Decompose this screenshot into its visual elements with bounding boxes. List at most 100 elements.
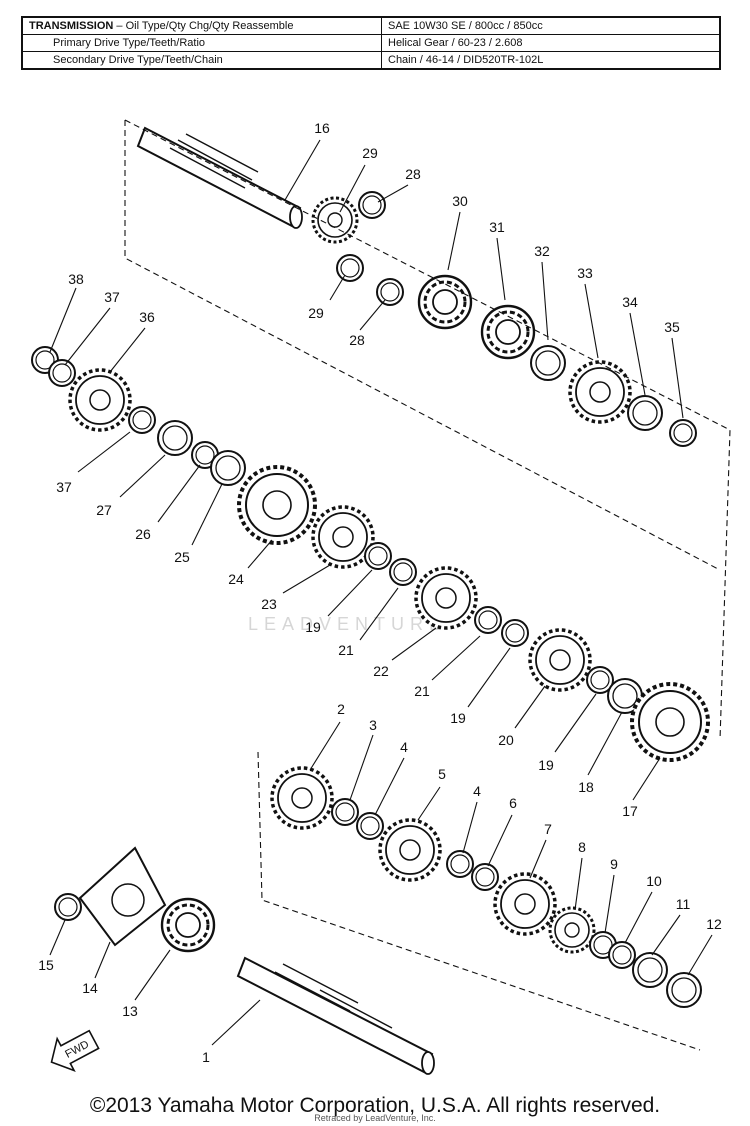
- circlip-19-b: [501, 619, 529, 647]
- part-number-label: 32: [534, 243, 550, 259]
- gear-8: [548, 906, 596, 954]
- part-number-label: 2: [337, 701, 345, 717]
- circlip-4-b: [446, 850, 474, 878]
- part-number-label: 5: [438, 766, 446, 782]
- part-number-label: 12: [706, 916, 722, 932]
- part-number-label: 35: [664, 319, 680, 335]
- spec-row-secondary-drive: Secondary Drive Type/Teeth/Chain Chain /…: [21, 51, 721, 70]
- spec-label-bold: TRANSMISSION: [29, 20, 114, 32]
- gear-17: [630, 682, 710, 762]
- part-number-label: 4: [473, 783, 481, 799]
- washer-37-upper: [48, 359, 76, 387]
- part-number-label: 8: [578, 839, 586, 855]
- bearing-12: [666, 972, 702, 1008]
- washer-11: [632, 952, 668, 988]
- watermark: LEADVENTURE: [248, 614, 447, 634]
- spec-value: Chain / 46-14 / DID520TR-102L: [381, 51, 721, 70]
- spec-table: TRANSMISSION – Oil Type/Qty Chg/Qty Reas…: [21, 16, 721, 70]
- bearing-30: [417, 274, 473, 330]
- washer-3: [331, 798, 359, 826]
- part-number-label: 29: [308, 305, 324, 321]
- gear-22: [414, 566, 478, 630]
- part-number-label: 17: [622, 803, 638, 819]
- part-number-label: 19: [305, 619, 321, 635]
- spec-label: Primary Drive Type/Teeth/Ratio: [21, 34, 382, 52]
- part-number-label: 30: [452, 193, 468, 209]
- part-number-label: 22: [373, 663, 389, 679]
- part-number-label: 24: [228, 571, 244, 587]
- part-number-label: 14: [82, 980, 98, 996]
- part-number-label: 10: [646, 873, 662, 889]
- washer-37-lower: [128, 406, 156, 434]
- part-number-label: 15: [38, 957, 54, 973]
- forward-arrow: FWD: [50, 1029, 100, 1072]
- nut-35: [669, 419, 697, 447]
- shaft-main-axle: [136, 126, 303, 229]
- part-number-label: 34: [622, 294, 638, 310]
- assembly-guideline: [124, 119, 731, 741]
- oil-seal-31: [480, 304, 536, 360]
- part-number-label: 28: [349, 332, 365, 348]
- copyright-notice: ©2013 Yamaha Motor Corporation, U.S.A. A…: [89, 1094, 661, 1117]
- washer-25: [210, 450, 246, 486]
- washer-6: [471, 863, 499, 891]
- screw-15: [54, 893, 82, 921]
- part-number-label: 37: [104, 289, 120, 305]
- part-number-label: 21: [414, 683, 430, 699]
- spec-row-primary-drive: Primary Drive Type/Teeth/Ratio Helical G…: [21, 34, 721, 52]
- washer-10: [608, 941, 636, 969]
- spec-row-transmission: TRANSMISSION – Oil Type/Qty Chg/Qty Reas…: [21, 16, 721, 35]
- part-number-label: 3: [369, 717, 377, 733]
- plate-28-lower: [376, 278, 404, 306]
- callout-leaders: [49, 139, 713, 1046]
- part-number-label: 23: [261, 596, 277, 612]
- part-number-label: 4: [400, 739, 408, 755]
- collar-32: [530, 345, 566, 381]
- spec-label-rest: – Oil Type/Qty Chg/Qty Reassemble: [113, 20, 294, 32]
- part-number-label: 29: [362, 145, 378, 161]
- part-number-label: 19: [450, 710, 466, 726]
- part-number-label: 33: [577, 265, 593, 281]
- shaft-drive-axle: [236, 956, 435, 1075]
- circlip-19-a: [364, 542, 392, 570]
- part-number-label: 31: [489, 219, 505, 235]
- part-number-label: 28: [405, 166, 421, 182]
- part-number-label: 37: [56, 479, 72, 495]
- gear-7: [493, 872, 557, 936]
- gear-36: [68, 368, 132, 432]
- spec-value: Helical Gear / 60-23 / 2.608: [381, 34, 721, 52]
- part-number-label: 6: [509, 795, 517, 811]
- bolt-29-lower: [336, 254, 364, 282]
- gear-20: [528, 628, 592, 692]
- part-number-label: 9: [610, 856, 618, 872]
- part-number-label: 26: [135, 526, 151, 542]
- washer-21-b: [474, 606, 502, 634]
- part-number-label: 19: [538, 757, 554, 773]
- part-number-label: 18: [578, 779, 594, 795]
- part-number-label: 1: [202, 1049, 210, 1065]
- spec-label: Secondary Drive Type/Teeth/Chain: [21, 51, 382, 70]
- part-number-label: 38: [68, 271, 84, 287]
- drive-sprocket-33: [568, 360, 632, 424]
- part-number-label: 21: [338, 642, 354, 658]
- plate-28-upper: [358, 191, 386, 219]
- part-number-label: 27: [96, 502, 112, 518]
- retainer-plate-14: [78, 846, 167, 947]
- gear-2: [270, 766, 334, 830]
- gear-24: [237, 465, 317, 545]
- part-number-label: 25: [174, 549, 190, 565]
- circlip-4-a: [356, 812, 384, 840]
- part-number-label: 11: [676, 896, 691, 912]
- part-number-label: 13: [122, 1003, 138, 1019]
- lock-washer-34: [627, 395, 663, 431]
- bearing-27: [157, 420, 193, 456]
- part-number-label: 36: [139, 309, 155, 325]
- bearing-13: [160, 897, 216, 953]
- part-number-label: 16: [314, 120, 330, 136]
- part-number-label: 7: [544, 821, 552, 837]
- gear-5: [378, 818, 442, 882]
- gear-23: [311, 505, 375, 569]
- retraced-credit: Retraced by LeadVenture, Inc.: [314, 1113, 436, 1123]
- part-number-label: 20: [498, 732, 514, 748]
- transmission-exploded-diagram: LEADVENTURE: [31, 119, 731, 1075]
